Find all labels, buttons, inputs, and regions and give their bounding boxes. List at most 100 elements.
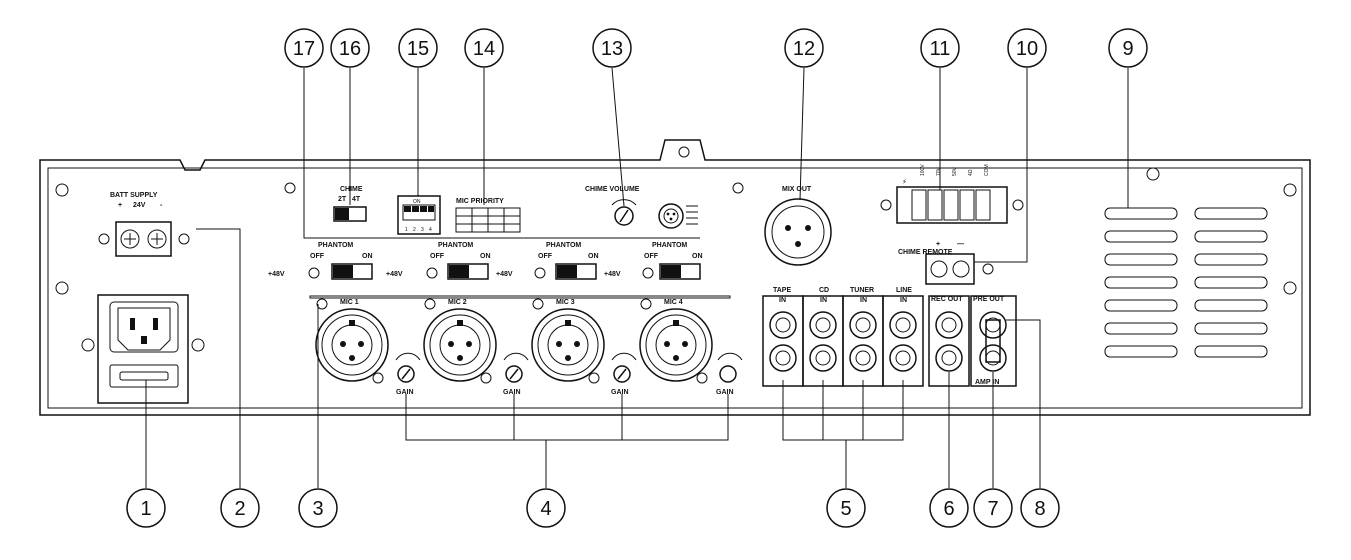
- chassis-screw: [732, 182, 744, 194]
- phantom-switch-3[interactable]: PHANTOM OFF ON +48V: [496, 242, 599, 280]
- rca-jack-line-in[interactable]: [889, 311, 917, 372]
- tap-100v-label: 100V: [920, 164, 926, 176]
- mix-out-xlr[interactable]: MIX OUT: [764, 186, 832, 266]
- bolt-icon: ⚡: [902, 178, 907, 186]
- rca-inputs: [762, 295, 1017, 387]
- mic-section: [309, 295, 731, 310]
- battery-supply-terminal[interactable]: BATT SUPPLY + 24V -: [98, 192, 190, 257]
- gain-knob-4[interactable]: GAIN: [716, 352, 743, 396]
- chime-4t-label: 4T: [352, 196, 361, 203]
- rec-out-label: REC OUT: [931, 296, 963, 303]
- plus48v-label: +48V: [496, 271, 513, 278]
- callout-2: 2: [220, 488, 260, 528]
- mic-input-1[interactable]: MIC 1: [315, 299, 389, 384]
- phantom-led: [534, 267, 546, 279]
- speaker-output-terminal[interactable]: ⚡ 100V 70V 50V 4Ω COM: [880, 164, 1024, 224]
- cd-in-sub-label: IN: [820, 297, 827, 304]
- jumper-link[interactable]: [985, 319, 1001, 363]
- gain-knob-1[interactable]: GAIN: [395, 352, 421, 396]
- chime-remote-din-connector[interactable]: [658, 203, 698, 229]
- callout-4: 4: [526, 488, 566, 528]
- phantom-label: PHANTOM: [652, 242, 687, 249]
- chime-remote-terminal[interactable]: CHIME REMOTE + —: [898, 241, 994, 285]
- rca-jack-tape-in[interactable]: [769, 311, 797, 372]
- mic-input-3[interactable]: MIC 3: [531, 299, 605, 384]
- svg-text:6: 6: [943, 498, 954, 520]
- ventilation-slots: [1104, 207, 1268, 358]
- mic3-label: MIC 3: [556, 299, 575, 306]
- svg-text:16: 16: [339, 38, 361, 60]
- rca-jack-pre-out-amp-in[interactable]: [979, 311, 1007, 372]
- svg-text:4: 4: [429, 227, 432, 233]
- plus48v-label: +48V: [604, 271, 621, 278]
- callout-9: 9: [1108, 28, 1148, 68]
- tap-com-label: COM: [984, 164, 990, 176]
- rca-jack-cd-in[interactable]: [809, 311, 837, 372]
- tuner-in-sub-label: IN: [860, 297, 867, 304]
- svg-text:3: 3: [312, 498, 323, 520]
- pre-out-label: PRE OUT: [973, 296, 1005, 303]
- inlet-screw: [81, 338, 95, 352]
- chime-tone-switch[interactable]: CHIME 2T 4T: [333, 186, 367, 222]
- callout-1: 1: [126, 488, 166, 528]
- rca-jack-rec-out[interactable]: [935, 311, 963, 372]
- mic-input-2[interactable]: MIC 2: [423, 299, 497, 384]
- callout-13: 13: [592, 28, 632, 68]
- svg-text:1: 1: [140, 498, 151, 520]
- callout-15: 15: [398, 28, 438, 68]
- chassis: [39, 139, 1311, 416]
- phantom-led: [308, 267, 320, 279]
- mic-input-4[interactable]: MIC 4: [639, 299, 713, 384]
- callout-10: 10: [1007, 28, 1047, 68]
- chime-2t-label: 2T: [338, 196, 347, 203]
- batt-pos-label: +: [118, 202, 122, 209]
- phantom-led: [642, 267, 654, 279]
- phantom-switch-1[interactable]: PHANTOM OFF ON +48V: [268, 242, 373, 280]
- svg-text:1: 1: [405, 227, 408, 233]
- chassis-screw: [1283, 183, 1297, 197]
- tap-50v-label: 50V: [952, 166, 958, 176]
- off-label: OFF: [310, 253, 325, 260]
- tuner-in-label: TUNER: [850, 287, 874, 294]
- callout-16: 16: [330, 28, 370, 68]
- fuse-holder[interactable]: [109, 364, 179, 388]
- ac-power-inlet[interactable]: [81, 294, 205, 404]
- chassis-screw: [284, 182, 296, 194]
- callout-17: 17: [284, 28, 324, 68]
- plus48v-label: +48V: [386, 271, 403, 278]
- on-label: ON: [480, 253, 491, 260]
- svg-text:15: 15: [407, 38, 429, 60]
- phantom-label: PHANTOM: [318, 242, 353, 249]
- rca-jack-tuner-in[interactable]: [849, 311, 877, 372]
- gain-knob-2[interactable]: GAIN: [503, 352, 529, 396]
- svg-text:10: 10: [1016, 38, 1038, 60]
- svg-text:11: 11: [930, 38, 951, 60]
- inlet-screw: [191, 338, 205, 352]
- tape-in-label: TAPE: [773, 287, 791, 294]
- chime-remote-label: CHIME REMOTE: [898, 249, 953, 256]
- chassis-screw: [1283, 281, 1297, 295]
- callout-7: 7: [973, 488, 1013, 528]
- gain-knob-3[interactable]: GAIN: [611, 352, 637, 396]
- chime-volume-control[interactable]: CHIME VOLUME: [585, 186, 640, 226]
- chassis-screw: [1146, 167, 1160, 181]
- dip-on-label: ON: [413, 199, 421, 205]
- chime-label: CHIME: [340, 186, 363, 193]
- terminal-screw: [982, 263, 994, 275]
- mic2-label: MIC 2: [448, 299, 467, 306]
- line-in-sub-label: IN: [900, 297, 907, 304]
- phantom-switch-4[interactable]: PHANTOM OFF ON +48V: [604, 242, 703, 280]
- phantom-switch-2[interactable]: PHANTOM OFF ON +48V: [386, 242, 491, 280]
- dip-switch[interactable]: ON 1 2 3 4: [397, 195, 441, 235]
- mic1-label: MIC 1: [340, 299, 359, 306]
- callout-5: 5: [826, 488, 866, 528]
- mic4-label: MIC 4: [664, 299, 683, 306]
- remote-minus-label: —: [957, 241, 964, 248]
- svg-text:17: 17: [293, 38, 315, 60]
- svg-text:8: 8: [1034, 498, 1045, 520]
- plus48v-label: +48V: [268, 271, 285, 278]
- callout-14: 14: [464, 28, 504, 68]
- svg-text:3: 3: [421, 227, 424, 233]
- terminal-screw: [178, 233, 190, 245]
